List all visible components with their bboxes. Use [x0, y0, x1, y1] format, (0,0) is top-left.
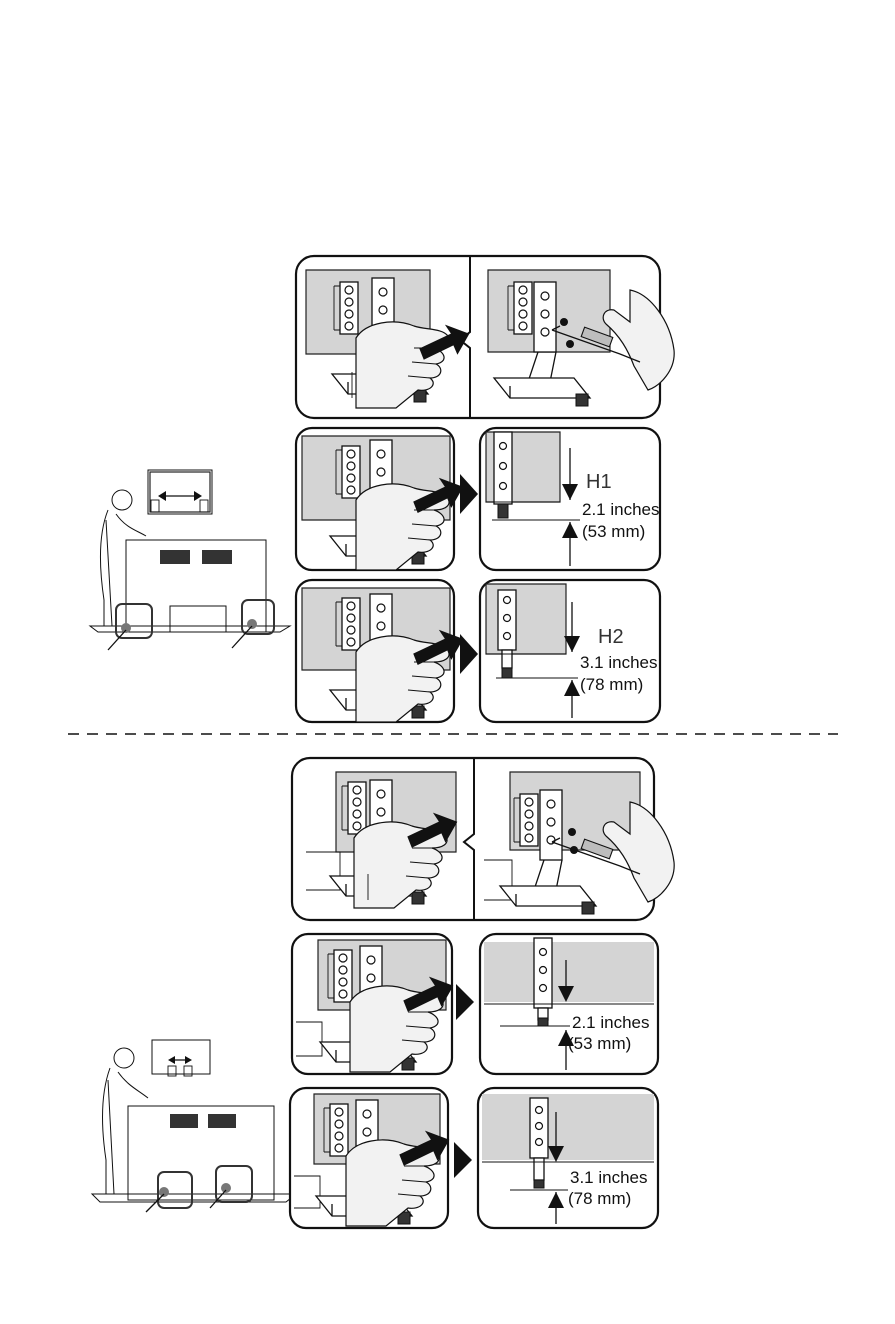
overview-illustration-2 [92, 1040, 296, 1212]
overview-illustration-1 [90, 470, 290, 650]
step-attach-panel-2 [292, 758, 674, 920]
step-center-panel-2: 3.1 inches (78 mm) [290, 1088, 658, 1228]
next-step-arrow-icon-2 [460, 634, 478, 674]
dimension-inches-label: 2.1 inches [582, 500, 660, 519]
step-h1-panel: H1 2.1 inches (53 mm) [296, 428, 660, 570]
dimension-mm-label-2: (78 mm) [580, 675, 643, 694]
height-label-h2: H2 [598, 626, 624, 648]
step-attach-panel-1 [296, 256, 674, 418]
center-dimension-mm-label-2: (78 mm) [568, 1189, 631, 1208]
section-1-standard-height: H1 2.1 inches (53 mm) [90, 256, 674, 722]
step-center-panel-1: 2.1 inches (53 mm) [292, 934, 658, 1074]
center-dimension-inches-label: 2.1 inches [572, 1013, 650, 1032]
center-dimension-inches-label-2: 3.1 inches [570, 1168, 648, 1187]
center-dimension-mm-label: (53 mm) [568, 1034, 631, 1053]
height-label-h1: H1 [586, 471, 612, 493]
step-h2-panel: H2 3.1 inches (78 mm) [296, 580, 660, 722]
dimension-mm-label: (53 mm) [582, 522, 645, 541]
section-2-center-position: 2.1 inches (53 mm) 3.1 in [92, 758, 674, 1228]
dimension-inches-label-2: 3.1 inches [580, 653, 658, 672]
next-step-arrow-icon [460, 474, 478, 514]
